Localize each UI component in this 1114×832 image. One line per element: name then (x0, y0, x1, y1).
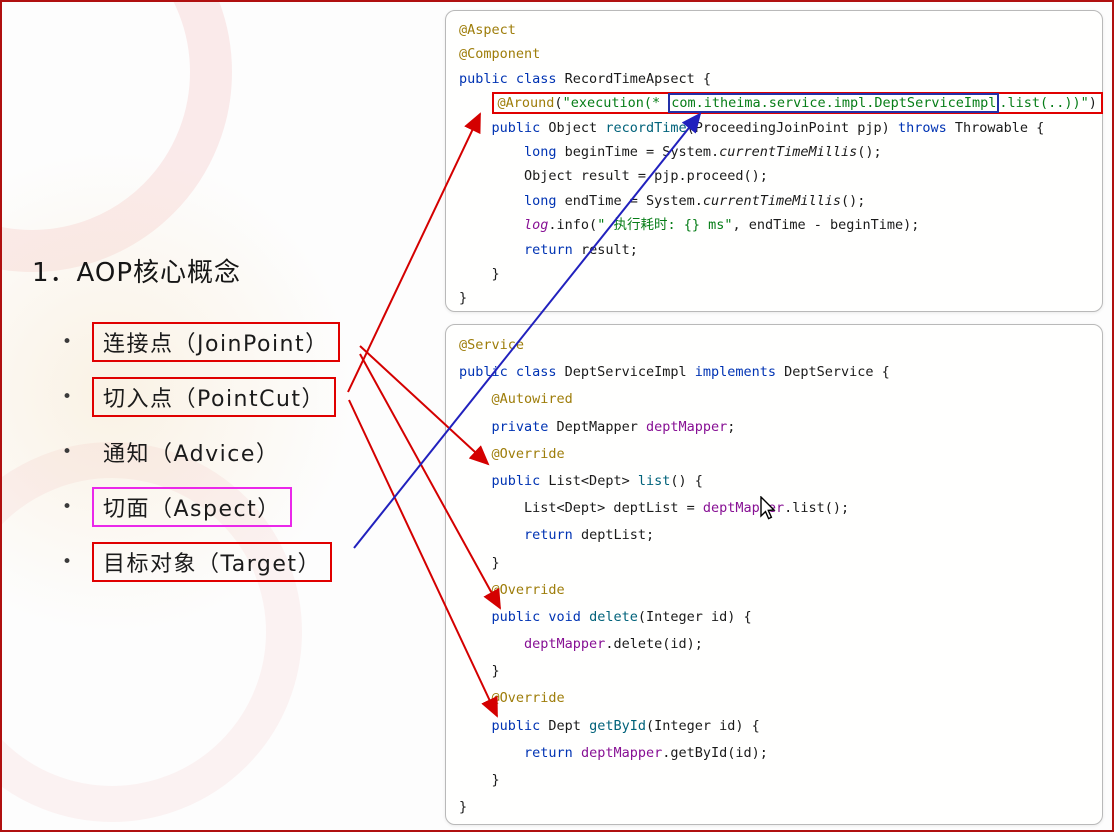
code-line: @Component (459, 46, 541, 63)
code-line: return deptMapper.getById(id); (524, 744, 768, 761)
code-line: public class DeptServiceImpl implements … (459, 364, 890, 381)
code-panel-aspect: @Aspect @Component public class RecordTime… (445, 10, 1103, 312)
code-line: return result; (524, 241, 638, 258)
code-line: @Override (491, 690, 565, 707)
concept-label: 切面（Aspect） (92, 486, 292, 527)
code-line: @Override (491, 581, 565, 598)
code-line: public void delete(Integer id) { (491, 608, 752, 625)
code-block-service: @Service public class DeptServiceImpl imp… (446, 325, 1102, 821)
code-line: return deptList; (524, 527, 655, 544)
code-line: public Object recordTime(ProceedingJoinP… (491, 119, 1045, 136)
code-line: @Service (459, 337, 525, 353)
code-line: List<Dept> deptList = deptMapper.list(); (524, 500, 850, 517)
concept-label: 目标对象（Target） (92, 541, 333, 582)
code-line: @Override (491, 445, 565, 462)
code-panel-service: @Service public class DeptServiceImpl imp… (445, 324, 1103, 825)
code-line: public class RecordTimeApsect { (459, 70, 711, 87)
concept-item: • 切面（Aspect） (62, 479, 340, 534)
code-line: } (459, 290, 468, 307)
bullet-dot: • (62, 551, 73, 572)
bullet-dot: • (62, 331, 73, 352)
bullet-dot: • (62, 441, 73, 462)
code-line: long beginTime = System.currentTimeMilli… (524, 143, 882, 160)
pointcut-expression-highlight-box: @Around("execution(* com.itheima.service… (491, 92, 1103, 115)
code-line: } (491, 554, 500, 571)
code-line: } (491, 663, 500, 680)
code-line: public Dept getById(Integer id) { (491, 717, 760, 734)
code-line: } (459, 799, 468, 816)
concept-list: • 连接点（JoinPoint） • 切入点（PointCut） • 通知（Advice）… (62, 314, 340, 589)
code-line: @Autowired (491, 391, 573, 408)
code-line: } (491, 265, 500, 282)
concept-label: 通知（Advice） (103, 441, 280, 467)
code-line: log.info(" 执行耗时: {} ms", endTime - begin… (524, 217, 920, 234)
code-line: private DeptMapper deptMapper; (491, 418, 736, 435)
background-ring-decoration (2, 2, 232, 272)
bullet-dot: • (62, 386, 73, 407)
code-line: Object result = pjp.proceed(); (524, 168, 768, 185)
concept-item: • 连接点（JoinPoint） (62, 314, 340, 369)
code-line: @Aspect (459, 22, 516, 38)
concept-item: • 切入点（PointCut） (62, 369, 340, 424)
page-title: 1．AOP核心概念 (32, 258, 242, 288)
concept-item: • 目标对象（Target） (62, 534, 340, 589)
code-line: @Around("execution(* com.itheima.service… (459, 91, 1103, 115)
concept-label: 连接点（JoinPoint） (92, 321, 340, 362)
target-class-highlight-box: com.itheima.service.impl.DeptServiceImpl (668, 93, 1000, 114)
code-line: long endTime = System.currentTimeMillis(… (524, 192, 866, 209)
concept-item: • 通知（Advice） (62, 424, 340, 479)
bullet-dot: • (62, 496, 73, 517)
code-line: deptMapper.delete(id); (524, 636, 703, 653)
code-block-aspect: @Aspect @Component public class RecordTime… (446, 11, 1103, 311)
code-line: public List<Dept> list() { (491, 472, 703, 489)
concept-label: 切入点（PointCut） (92, 376, 337, 417)
code-line: } (491, 772, 500, 788)
